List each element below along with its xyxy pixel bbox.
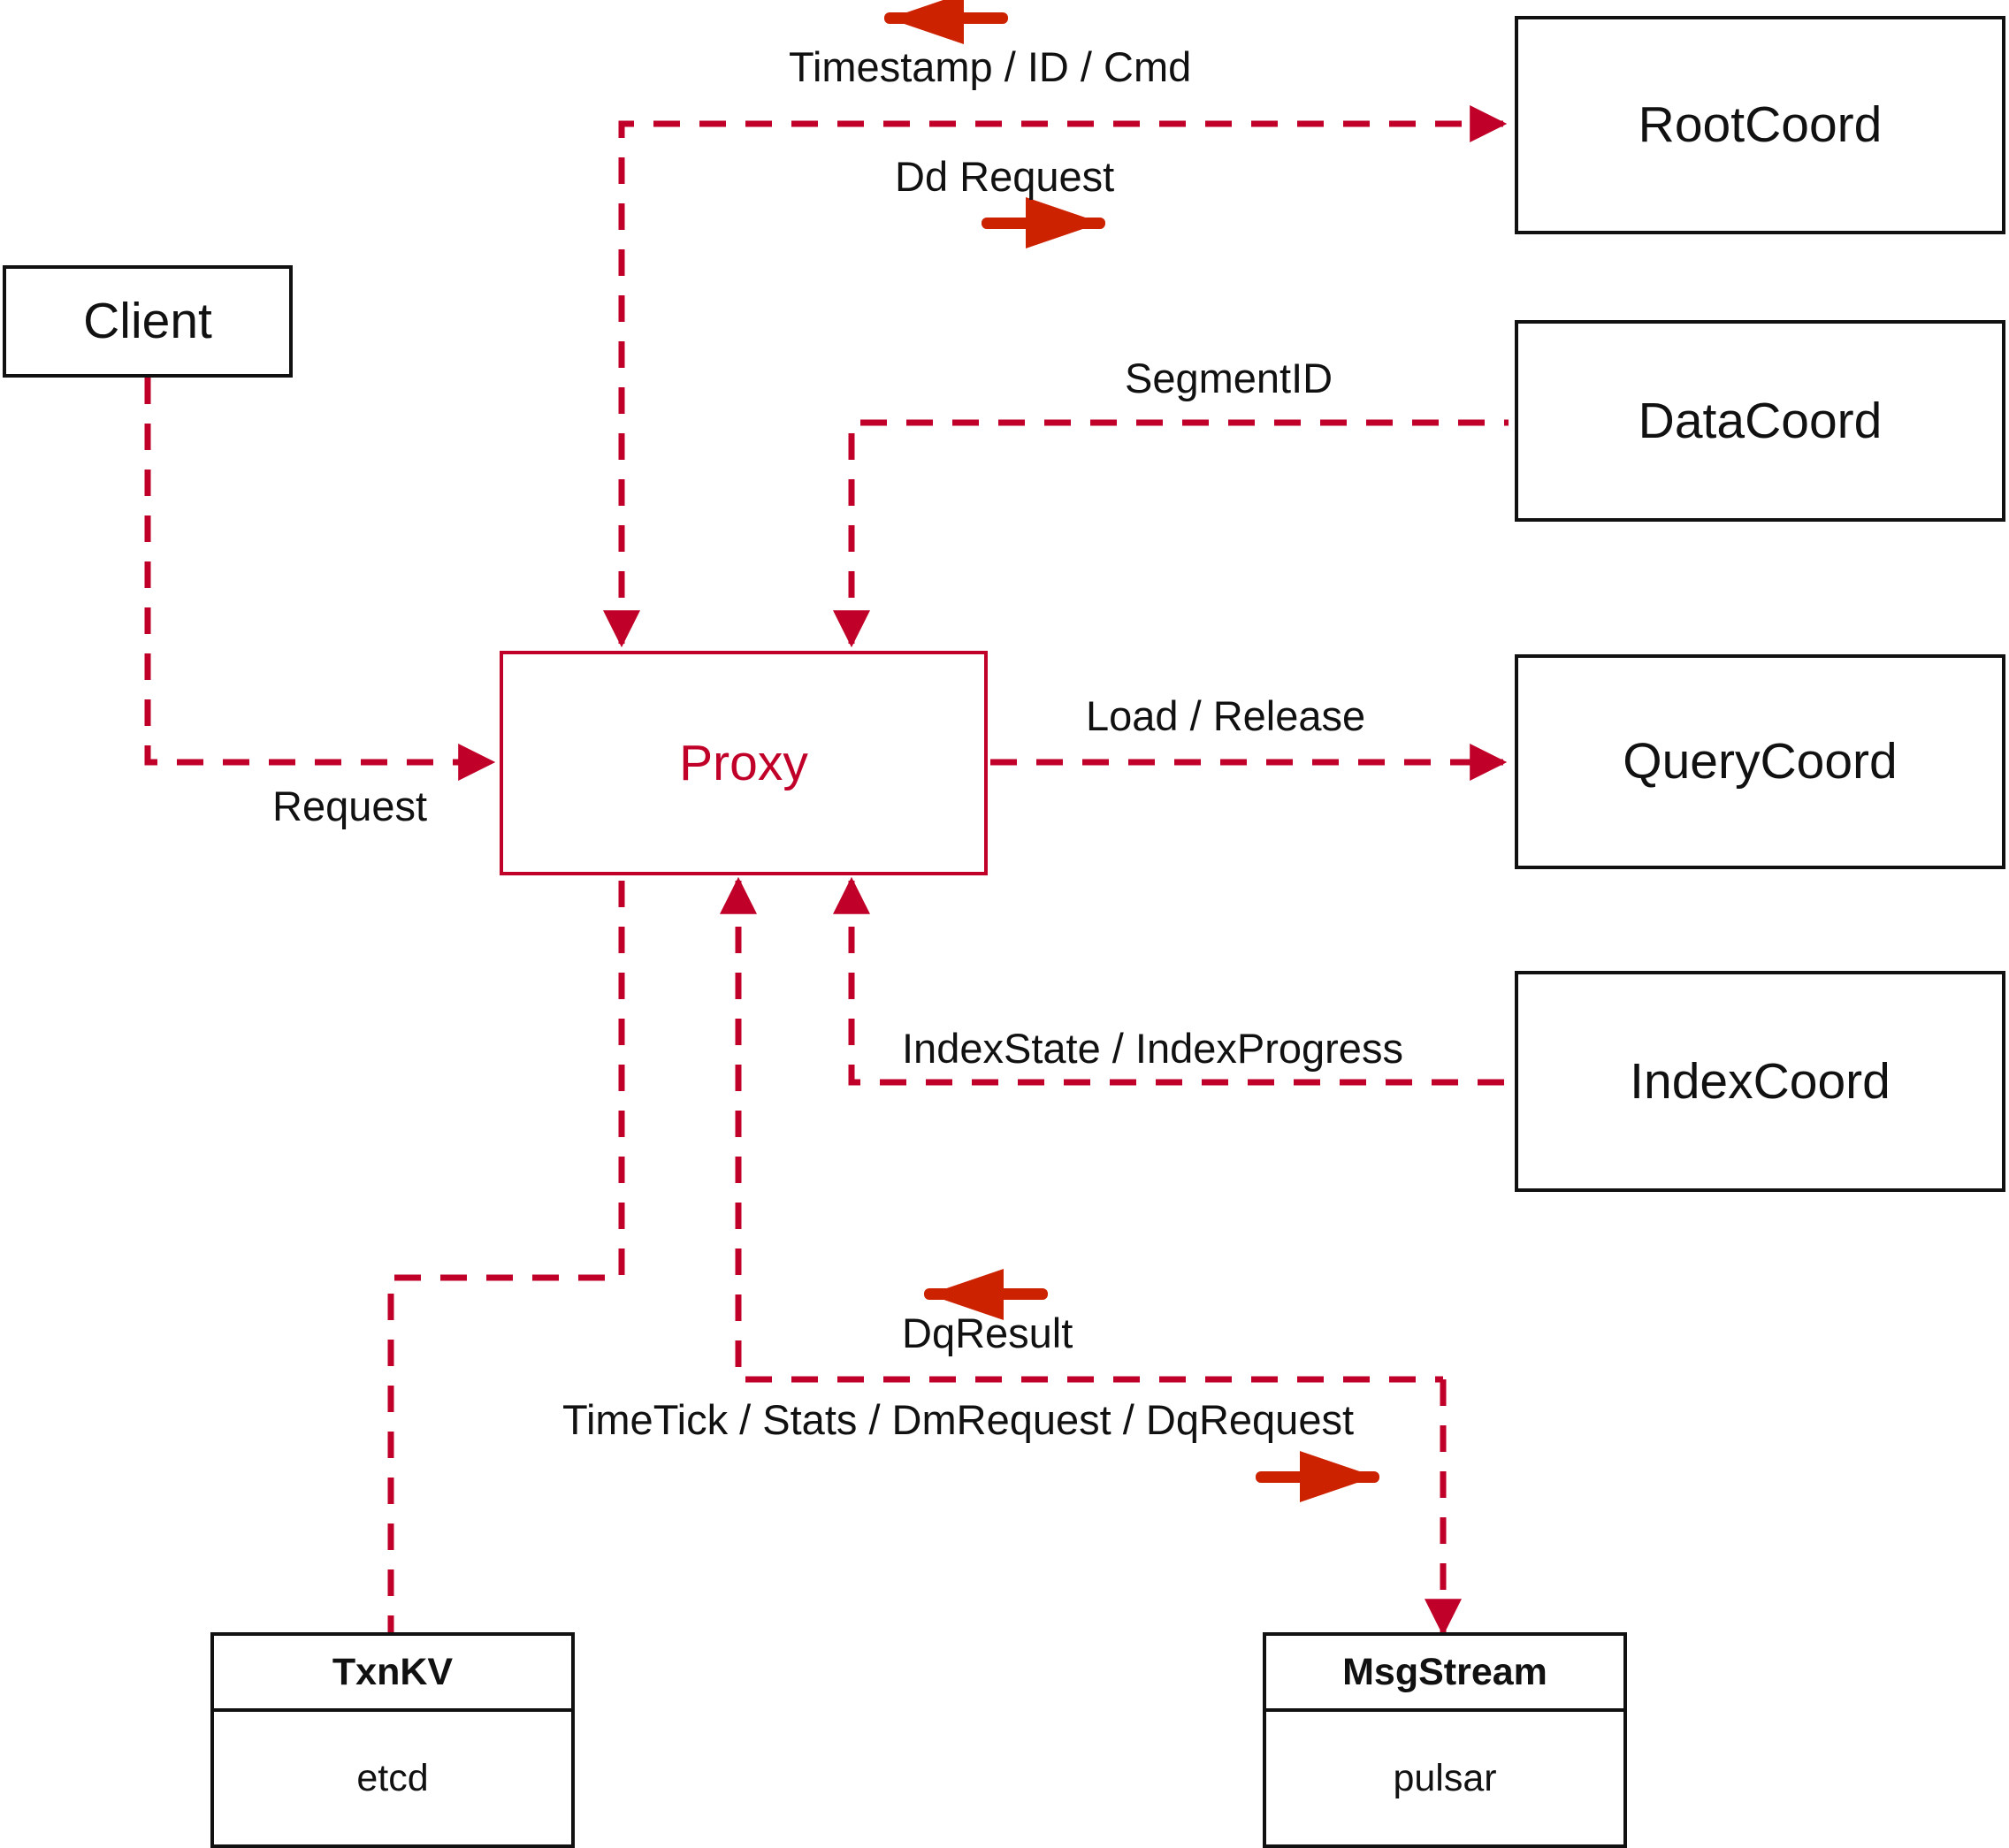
node-index-coord-label: IndexCoord (1630, 1052, 1891, 1110)
edge-label-timetick-stats: TimeTick / Stats / DmRequest / DqRequest (562, 1396, 1355, 1443)
node-txnkv-body: etcd (214, 1712, 571, 1844)
dd-request-arrow-glyph (982, 197, 1105, 248)
node-txnkv[interactable]: TxnKV etcd (210, 1632, 575, 1848)
wire-txnkv (387, 881, 625, 1632)
edge-label-dd-request: Dd Request (895, 153, 1115, 200)
node-proxy[interactable]: Proxy (500, 651, 988, 875)
edge-label-request: Request (272, 783, 428, 829)
node-msgstream[interactable]: MsgStream pulsar (1263, 1632, 1627, 1848)
wire-dq-result (720, 876, 1443, 1383)
edge-label-segment-id: SegmentID (1125, 355, 1333, 401)
node-data-coord-label: DataCoord (1638, 392, 1883, 449)
dq-result-arrow-glyph (924, 1269, 1048, 1320)
timestamp-arrow-glyph (884, 0, 1008, 44)
edge-label-load-release: Load / Release (1086, 692, 1366, 739)
node-client-label: Client (83, 293, 212, 349)
node-msgstream-body-label: pulsar (1393, 1756, 1497, 1799)
edge-label-timestamp-id-cmd: Timestamp / ID / Cmd (789, 43, 1192, 90)
wire-timestamp-id-cmd (603, 105, 1508, 648)
node-root-coord[interactable]: RootCoord (1515, 16, 2005, 234)
node-txnkv-header: TxnKV (214, 1636, 571, 1712)
node-proxy-label: Proxy (679, 734, 808, 791)
node-query-coord-label: QueryCoord (1623, 733, 1898, 790)
node-query-coord[interactable]: QueryCoord (1515, 654, 2005, 869)
node-txnkv-header-label: TxnKV (332, 1650, 454, 1693)
wire-index-state (833, 876, 1509, 1086)
wire-segment-id (833, 419, 1509, 648)
node-msgstream-header-label: MsgStream (1342, 1650, 1547, 1693)
node-msgstream-header: MsgStream (1266, 1636, 1623, 1712)
node-msgstream-body: pulsar (1266, 1712, 1623, 1844)
timetick-arrow-glyph (1256, 1451, 1379, 1502)
node-root-coord-label: RootCoord (1638, 96, 1883, 153)
node-data-coord[interactable]: DataCoord (1515, 320, 2005, 522)
edge-label-index-state-progress: IndexState / IndexProgress (902, 1025, 1403, 1072)
node-txnkv-body-label: etcd (356, 1756, 429, 1799)
node-client[interactable]: Client (3, 265, 293, 378)
node-index-coord[interactable]: IndexCoord (1515, 971, 2005, 1192)
edge-label-dq-result: DqResult (902, 1310, 1073, 1356)
wire-request (144, 378, 496, 781)
